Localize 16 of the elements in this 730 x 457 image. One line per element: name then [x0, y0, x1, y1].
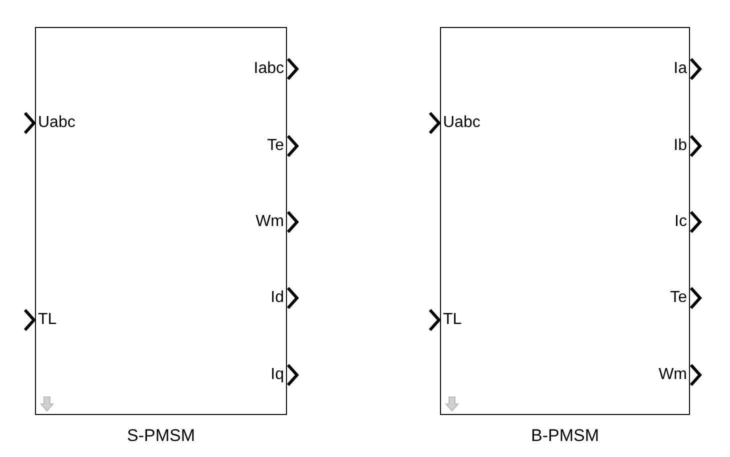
port-label: Uabc	[38, 115, 76, 131]
port-label: Iabc	[254, 61, 284, 77]
port-label: Te	[267, 138, 284, 154]
port-label: Wm	[256, 214, 284, 230]
port-label: Id	[270, 290, 284, 306]
port-label: Wm	[658, 367, 687, 383]
block-caption: S-PMSM	[126, 427, 196, 444]
port-label: Ia	[674, 61, 687, 77]
block-caption: B-PMSM	[530, 427, 600, 444]
port-label: Te	[670, 290, 687, 306]
port-label: Ic	[674, 214, 687, 230]
port-label: TL	[443, 312, 462, 328]
port-label: TL	[38, 312, 57, 328]
port-label: Ib	[674, 138, 687, 154]
port-label: Uabc	[443, 115, 480, 131]
port-label: Iq	[270, 367, 284, 383]
